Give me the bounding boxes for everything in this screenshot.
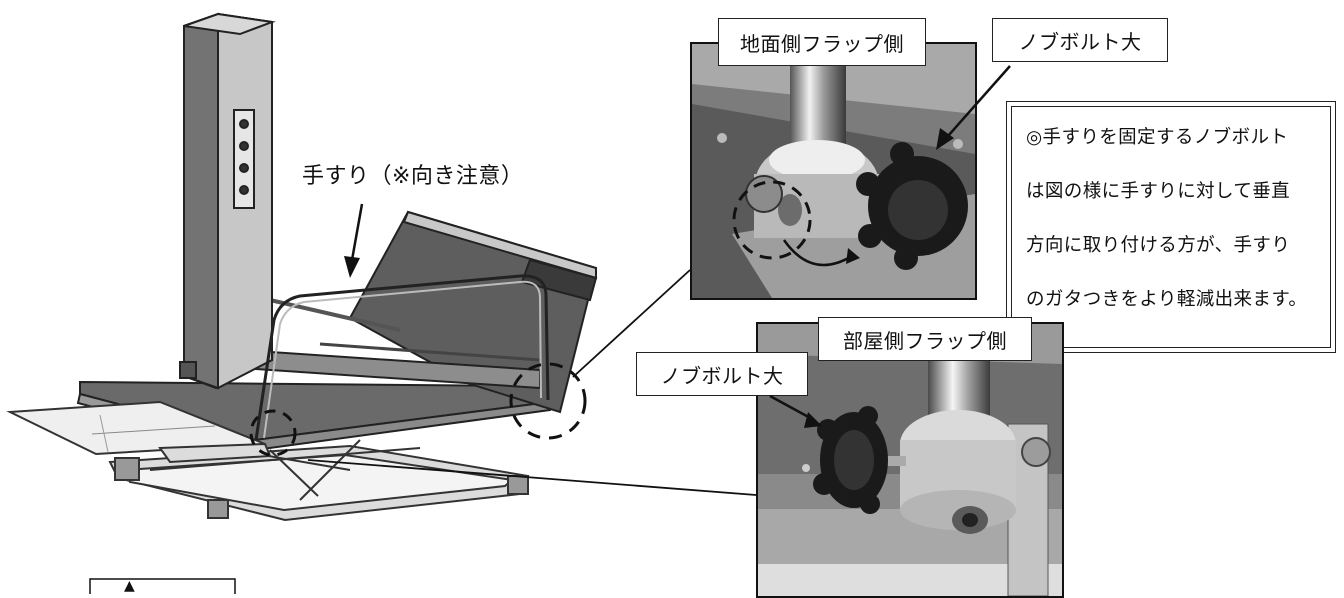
knob-bolt-label-bottom: ノブボルト大 (636, 352, 808, 396)
ground-flap-label: 地面側フラップ側 (718, 18, 926, 66)
note-line: のガタつきをより軽減出来ます。 (1026, 289, 1308, 310)
warning-icon: ▲ (124, 578, 135, 594)
note-box: ◎手すりを固定するノブボルト は図の様に手すりに対して垂直 方向に取り付ける方が… (1006, 101, 1336, 353)
handrail-label: 手すり（※向き注意） (302, 164, 524, 189)
room-flap-label: 部屋側フラップ側 (818, 317, 1032, 361)
room-flap (319, 210, 598, 414)
tower-column (179, 12, 276, 390)
knob-bolt-label-top: ノブボルト大 (992, 18, 1168, 62)
dashed-circle-left (249, 409, 297, 457)
knob-bolt-top (856, 142, 968, 270)
note-line: ◎手すりを固定するノブボルト (1026, 127, 1289, 148)
knob-bolt-bottom (813, 406, 888, 514)
note-line: 方向に取り付ける方が、手すり (1026, 235, 1291, 256)
photo-room-flap-knob (756, 322, 1064, 598)
ground-flap (6, 400, 272, 464)
lift-diagram (6, 12, 598, 594)
handrail-arrow (344, 203, 364, 278)
dashed-circle-right (509, 362, 587, 440)
note-line: は図の様に手すりに対して垂直 (1026, 181, 1291, 202)
handrail (254, 274, 550, 441)
